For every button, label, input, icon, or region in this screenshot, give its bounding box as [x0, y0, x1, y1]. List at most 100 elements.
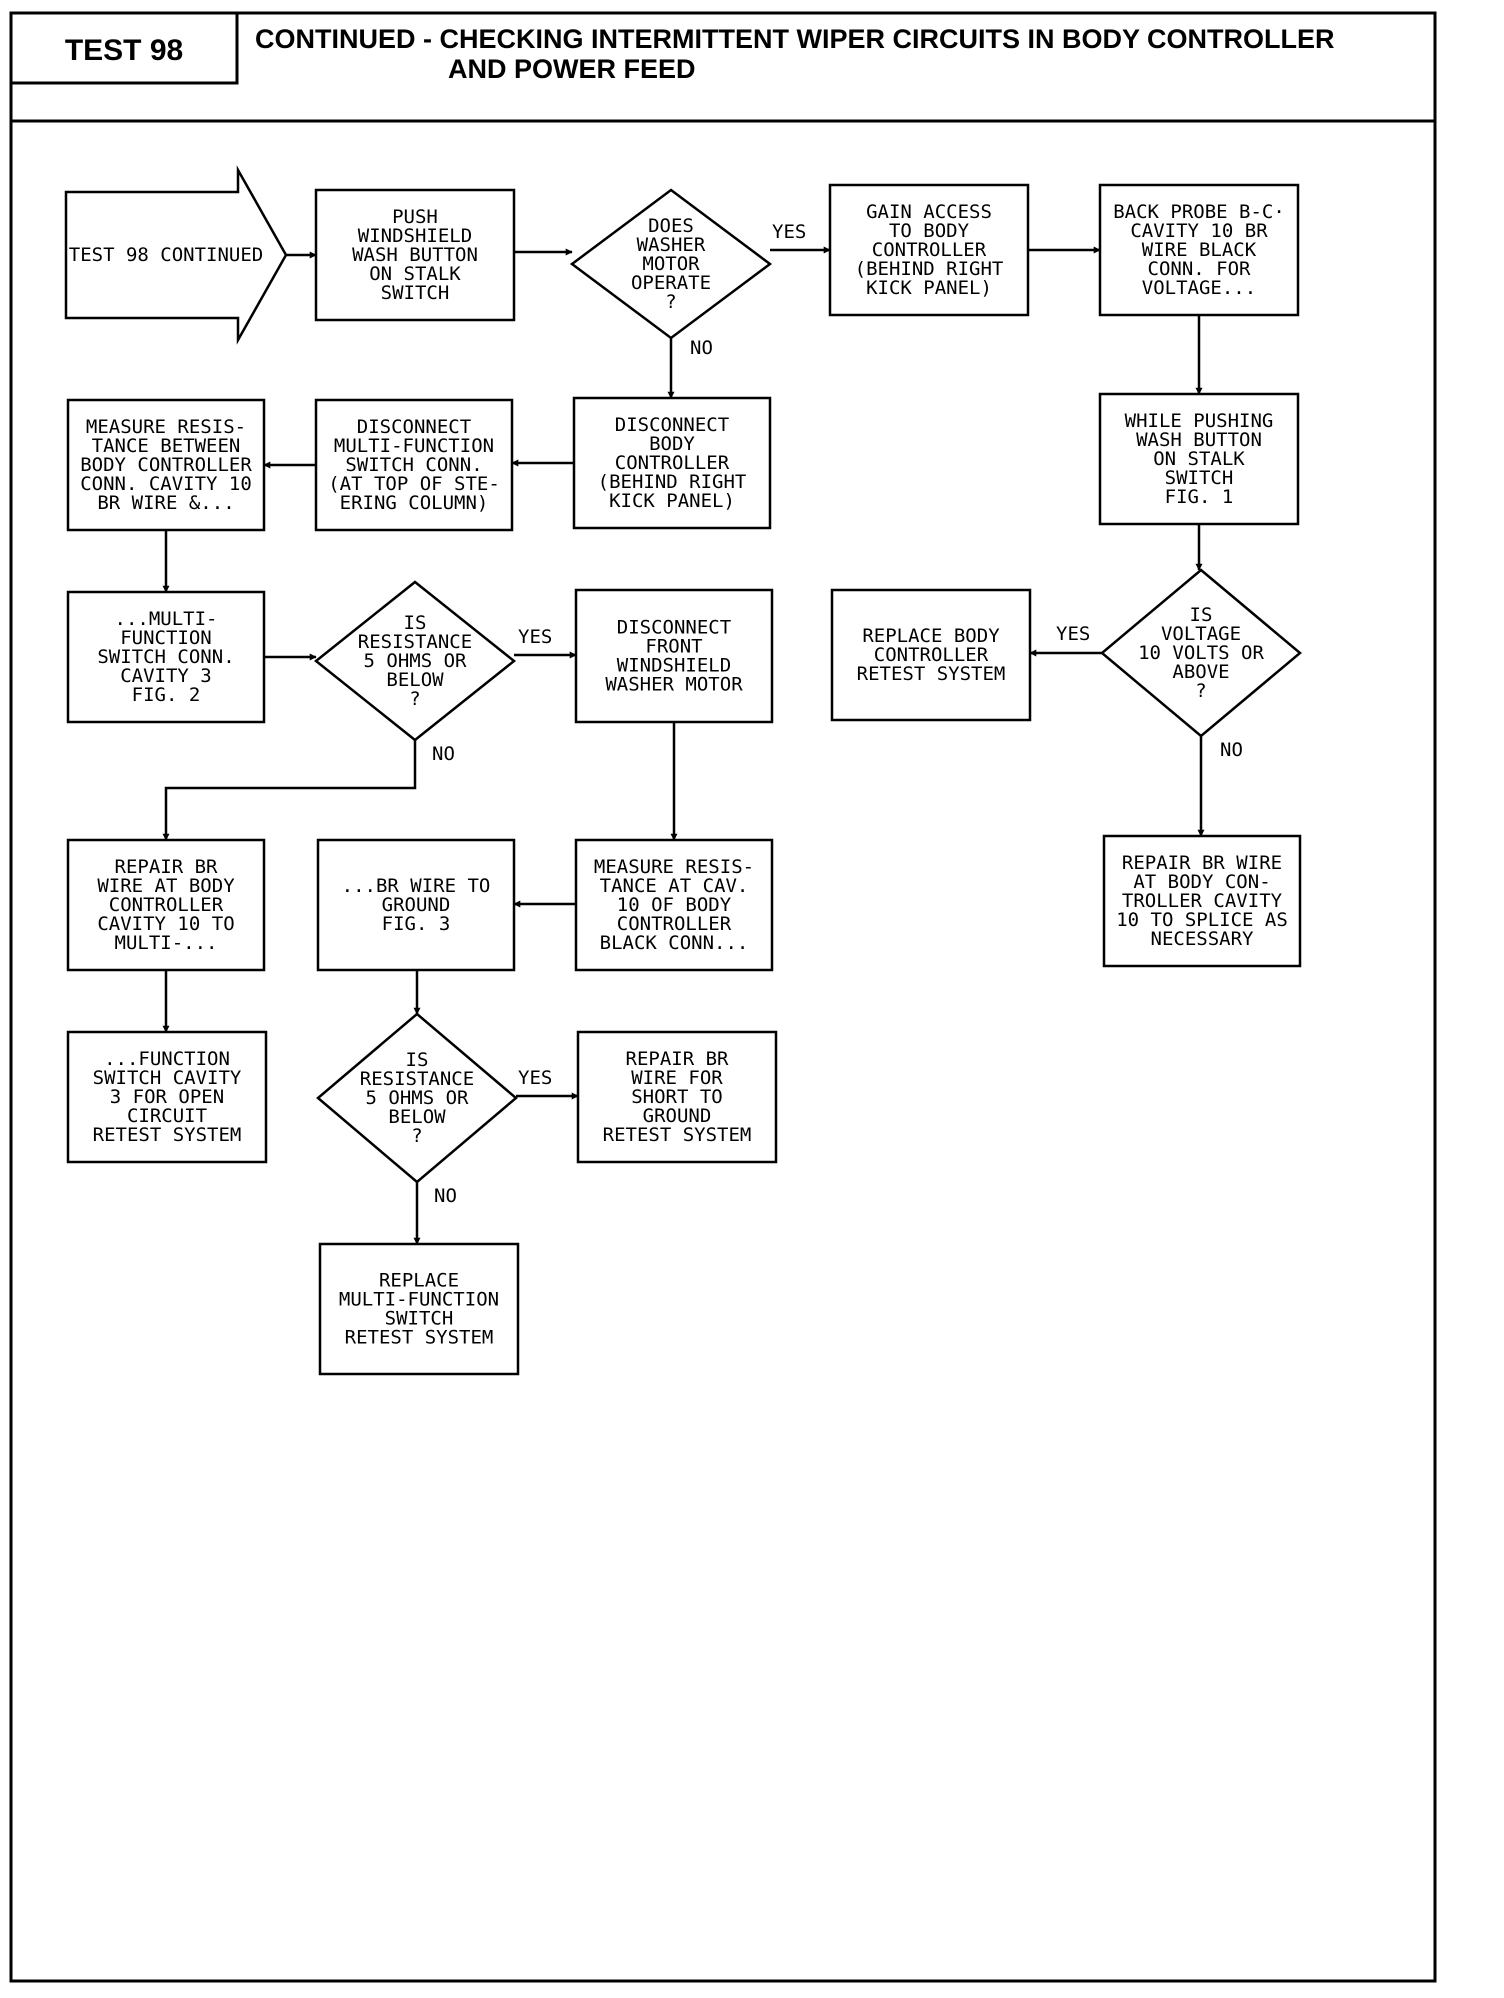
edge-label-no: NO — [432, 743, 455, 765]
node-text-line: FRONT — [645, 636, 702, 658]
connector-is_res_1-to-repair_br_multi — [162, 740, 417, 841]
page-frame — [9, 11, 1437, 1983]
edge-label-yes: YES — [518, 626, 552, 648]
process-box — [318, 1242, 520, 1376]
node-text-line: VOLTAGE — [1161, 623, 1241, 645]
node-text-line: ON STALK — [1153, 448, 1245, 470]
node-text-line: CAVITY 3 — [120, 665, 212, 687]
node-text-line: CIRCUIT — [127, 1105, 207, 1127]
process-box — [576, 1030, 778, 1164]
node-text-line: SWITCH CONN. — [97, 646, 234, 668]
node-text-line: 5 OHMS OR — [366, 1087, 470, 1109]
node-text-line: WIRE FOR — [631, 1067, 723, 1089]
node-text-line: ON STALK — [369, 263, 461, 285]
process-box — [574, 588, 774, 724]
node-text-line: SWITCH — [385, 1308, 454, 1330]
node-text-line: IS — [404, 612, 427, 634]
node-text-line: ERING COLUMN) — [340, 492, 489, 514]
node-text-line: WHILE PUSHING — [1125, 410, 1274, 432]
node-text-line: DISCONNECT — [357, 416, 471, 438]
node-text-line: BODY — [649, 433, 695, 455]
connector-layer — [162, 246, 1205, 1245]
node-text-line: WASH BUTTON — [1136, 429, 1262, 451]
decision-diamond — [316, 1012, 518, 1184]
node-text-line: WASH BUTTON — [352, 244, 478, 266]
process-box — [314, 188, 516, 322]
node-text-line: CAVITY 10 TO — [97, 913, 234, 935]
node-text-line: MULTI-FUNCTION — [334, 435, 494, 457]
process-box — [828, 183, 1030, 317]
node-text-line: VOLTAGE... — [1142, 277, 1256, 299]
node-text-line: WINDSHIELD — [617, 655, 731, 677]
node-text-line: CAVITY 10 BR — [1130, 220, 1268, 242]
decision-diamond — [1100, 568, 1302, 738]
node-text-line: MULTI-FUNCTION — [339, 1289, 499, 1311]
node-text-line: SWITCH — [381, 282, 450, 304]
node-text-line: ? — [411, 1125, 422, 1147]
node-text-line: 10 OF BODY — [617, 894, 732, 916]
node-text-line: RESISTANCE — [360, 1068, 474, 1090]
node-text-line: (AT TOP OF STE- — [328, 473, 500, 495]
node-text-line: KICK PANEL) — [609, 490, 735, 512]
node-text-line: KICK PANEL) — [866, 277, 992, 299]
node-text-line: CONN. FOR — [1148, 258, 1252, 280]
node-text-line: (BEHIND RIGHT — [855, 258, 1004, 280]
node-text-line: WIRE AT BODY — [97, 875, 235, 897]
node-text-line: 3 FOR OPEN — [110, 1086, 224, 1108]
node-text-line: BLACK CONN... — [600, 932, 749, 954]
node-text-line: CONTROLLER — [874, 644, 989, 666]
node-text-line: OPERATE — [631, 272, 711, 294]
node-text-line: RETEST SYSTEM — [93, 1124, 242, 1146]
node-text-line: BELOW — [388, 1106, 446, 1128]
node-text-line: TROLLER CAVITY — [1122, 890, 1283, 912]
node-text-line: REPAIR BR — [626, 1048, 730, 1070]
node-text-line: ? — [1195, 680, 1206, 702]
page-title-line2: AND POWER FEED — [448, 54, 696, 84]
node-measure-cav10: MEASURE RESIS-TANCE AT CAV.10 OF BODYCON… — [574, 838, 774, 972]
node-text-line: ? — [409, 688, 420, 710]
node-text-line: REPAIR BR — [115, 856, 219, 878]
node-text-line: IS — [406, 1049, 429, 1071]
node-text-line: MOTOR — [642, 253, 700, 275]
process-box — [316, 838, 516, 972]
node-text-line: ? — [665, 291, 676, 313]
node-text-line: SWITCH CAVITY — [93, 1067, 242, 1089]
node-text-line: NECESSARY — [1151, 928, 1255, 950]
edge-label-yes: YES — [772, 221, 806, 243]
process-box — [1098, 392, 1300, 526]
node-text-line: DOES — [648, 215, 694, 237]
node-text-line: REPLACE — [379, 1270, 459, 1292]
node-text-line: BELOW — [386, 669, 444, 691]
decision-diamond — [569, 188, 773, 340]
node-text-line: CONTROLLER — [617, 913, 732, 935]
node-text-line: AT BODY CON- — [1133, 871, 1270, 893]
node-text-line: DISCONNECT — [617, 617, 731, 639]
node-text-line: RESISTANCE — [358, 631, 472, 653]
node-text-line: WIRE BLACK — [1142, 239, 1257, 261]
node-text-line: CONTROLLER — [109, 894, 224, 916]
node-text-line: WINDSHIELD — [358, 225, 472, 247]
process-box — [1102, 834, 1302, 968]
node-text-line: 10 VOLTS OR — [1138, 642, 1264, 664]
node-text-line: GROUND — [643, 1105, 712, 1127]
edge-label-no: NO — [434, 1185, 457, 1207]
node-text-line: SHORT TO — [631, 1086, 723, 1108]
node-text-line: TEST 98 CONTINUED — [69, 244, 263, 266]
process-box — [314, 398, 514, 532]
node-text-line: ...MULTI- — [115, 608, 218, 630]
node-text-line: RETEST SYSTEM — [603, 1124, 752, 1146]
start-arrow-shape — [64, 165, 288, 345]
node-text-line: TANCE BETWEEN — [92, 435, 241, 457]
